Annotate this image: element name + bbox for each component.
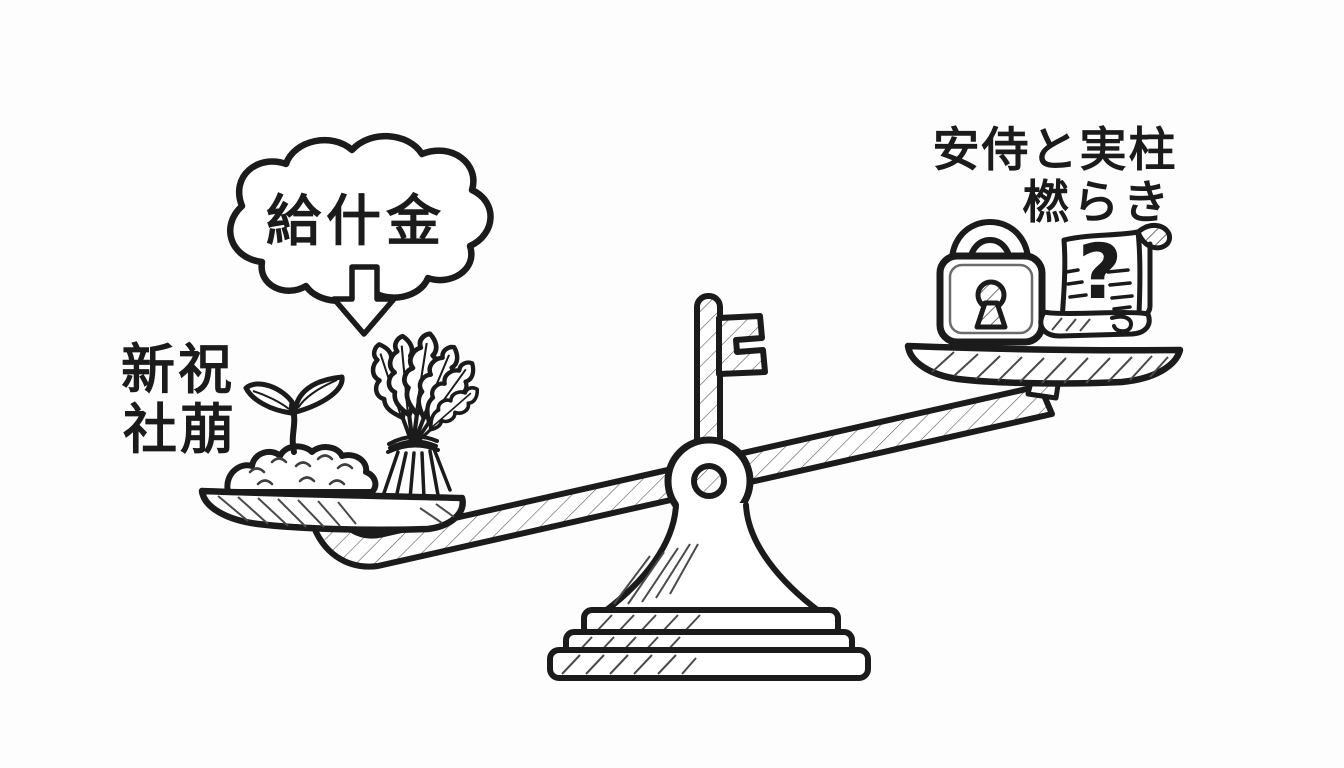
soil-mound <box>224 443 379 495</box>
key-bit-icon <box>716 313 768 377</box>
right-caption: 安侍と実柱 橪らき <box>933 123 1178 229</box>
cloud-bubble: 給什金 <box>227 133 494 305</box>
cloud-label: 給什金 <box>266 189 446 253</box>
bundle-tie <box>386 434 440 454</box>
left-caption-line2: 社萠 <box>123 398 237 461</box>
left-caption-line1: 新祝 <box>121 338 235 401</box>
wheat-bundle-icon <box>362 331 485 501</box>
right-caption-line2: 橪らき <box>1022 175 1173 229</box>
right-pan <box>904 342 1184 387</box>
stand <box>601 502 823 615</box>
padlock-icon <box>936 219 1046 346</box>
left-pan <box>198 487 466 534</box>
pivot-hole <box>691 463 727 499</box>
question-scroll-icon: ? <box>1038 223 1173 339</box>
sprout-icon <box>243 374 345 455</box>
left-caption: 新祝 社萠 <box>121 338 237 461</box>
stepped-base <box>547 607 871 681</box>
scroll-text-lines <box>1064 268 1134 311</box>
down-arrow-icon <box>331 264 397 337</box>
right-caption-line1: 安侍と実柱 <box>933 123 1178 178</box>
